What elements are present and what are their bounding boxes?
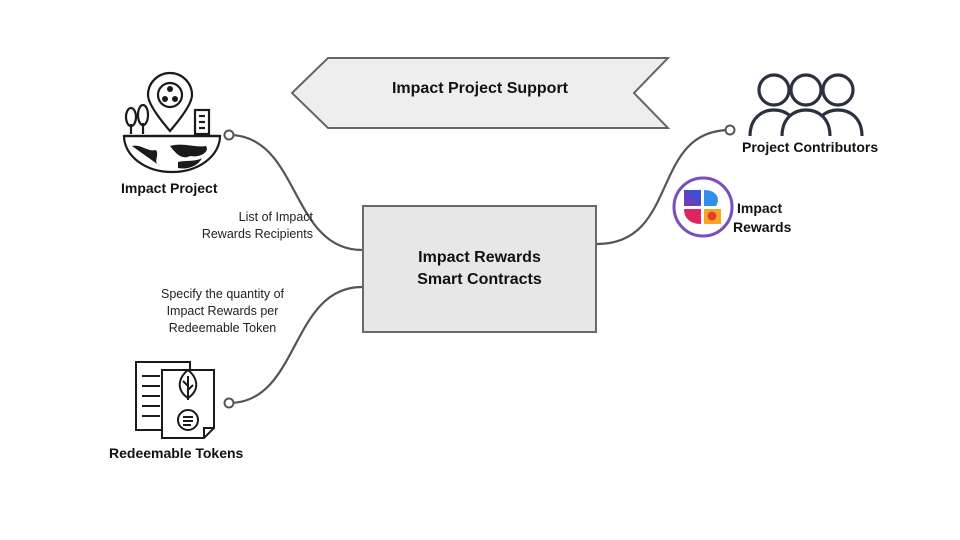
center-box-line-1: Impact Rewards — [418, 249, 541, 266]
project-contributors-label: Project Contributors — [742, 139, 879, 155]
quantity-edge-label-line-2: Impact Rewards per — [166, 304, 279, 318]
recipients-edge-label-line-2: Rewards Recipients — [201, 227, 313, 241]
center-box-line-2: Smart Contracts — [417, 271, 542, 288]
redeemable-tokens-label: Redeemable Tokens — [109, 445, 244, 461]
impact-rewards-label-line-2: Rewards — [733, 219, 792, 235]
connector-impact-project — [228, 133, 363, 252]
quantity-edge-label: Specify the quantity of Impact Rewards p… — [140, 286, 305, 337]
smart-contracts-box: Impact Rewards Smart Contracts — [362, 205, 597, 333]
quantity-edge-label-line-1: Specify the quantity of — [161, 287, 284, 301]
banner-arrow — [290, 57, 671, 129]
quantity-edge-label-line-3: Redeemable Token — [168, 321, 277, 335]
connector-redeemable-tokens — [228, 285, 363, 405]
impact-project-label: Impact Project — [121, 180, 218, 196]
globe-location-icon — [122, 71, 222, 174]
impact-rewards-logo — [672, 176, 734, 238]
document-leaf-token-icon — [135, 361, 215, 439]
impact-rewards-label-line-1: Impact — [737, 200, 783, 216]
connector-contributors — [596, 128, 731, 246]
people-group-icon — [748, 73, 864, 137]
recipients-edge-label-line-1: List of Impact — [238, 210, 313, 224]
connector-endpoint-contributors — [724, 124, 736, 136]
connector-endpoint-impact-project — [223, 129, 235, 141]
connector-endpoint-redeemable-tokens — [223, 397, 235, 409]
recipients-edge-label: List of Impact Rewards Recipients — [160, 209, 313, 243]
banner-title: Impact Project Support — [391, 80, 569, 97]
